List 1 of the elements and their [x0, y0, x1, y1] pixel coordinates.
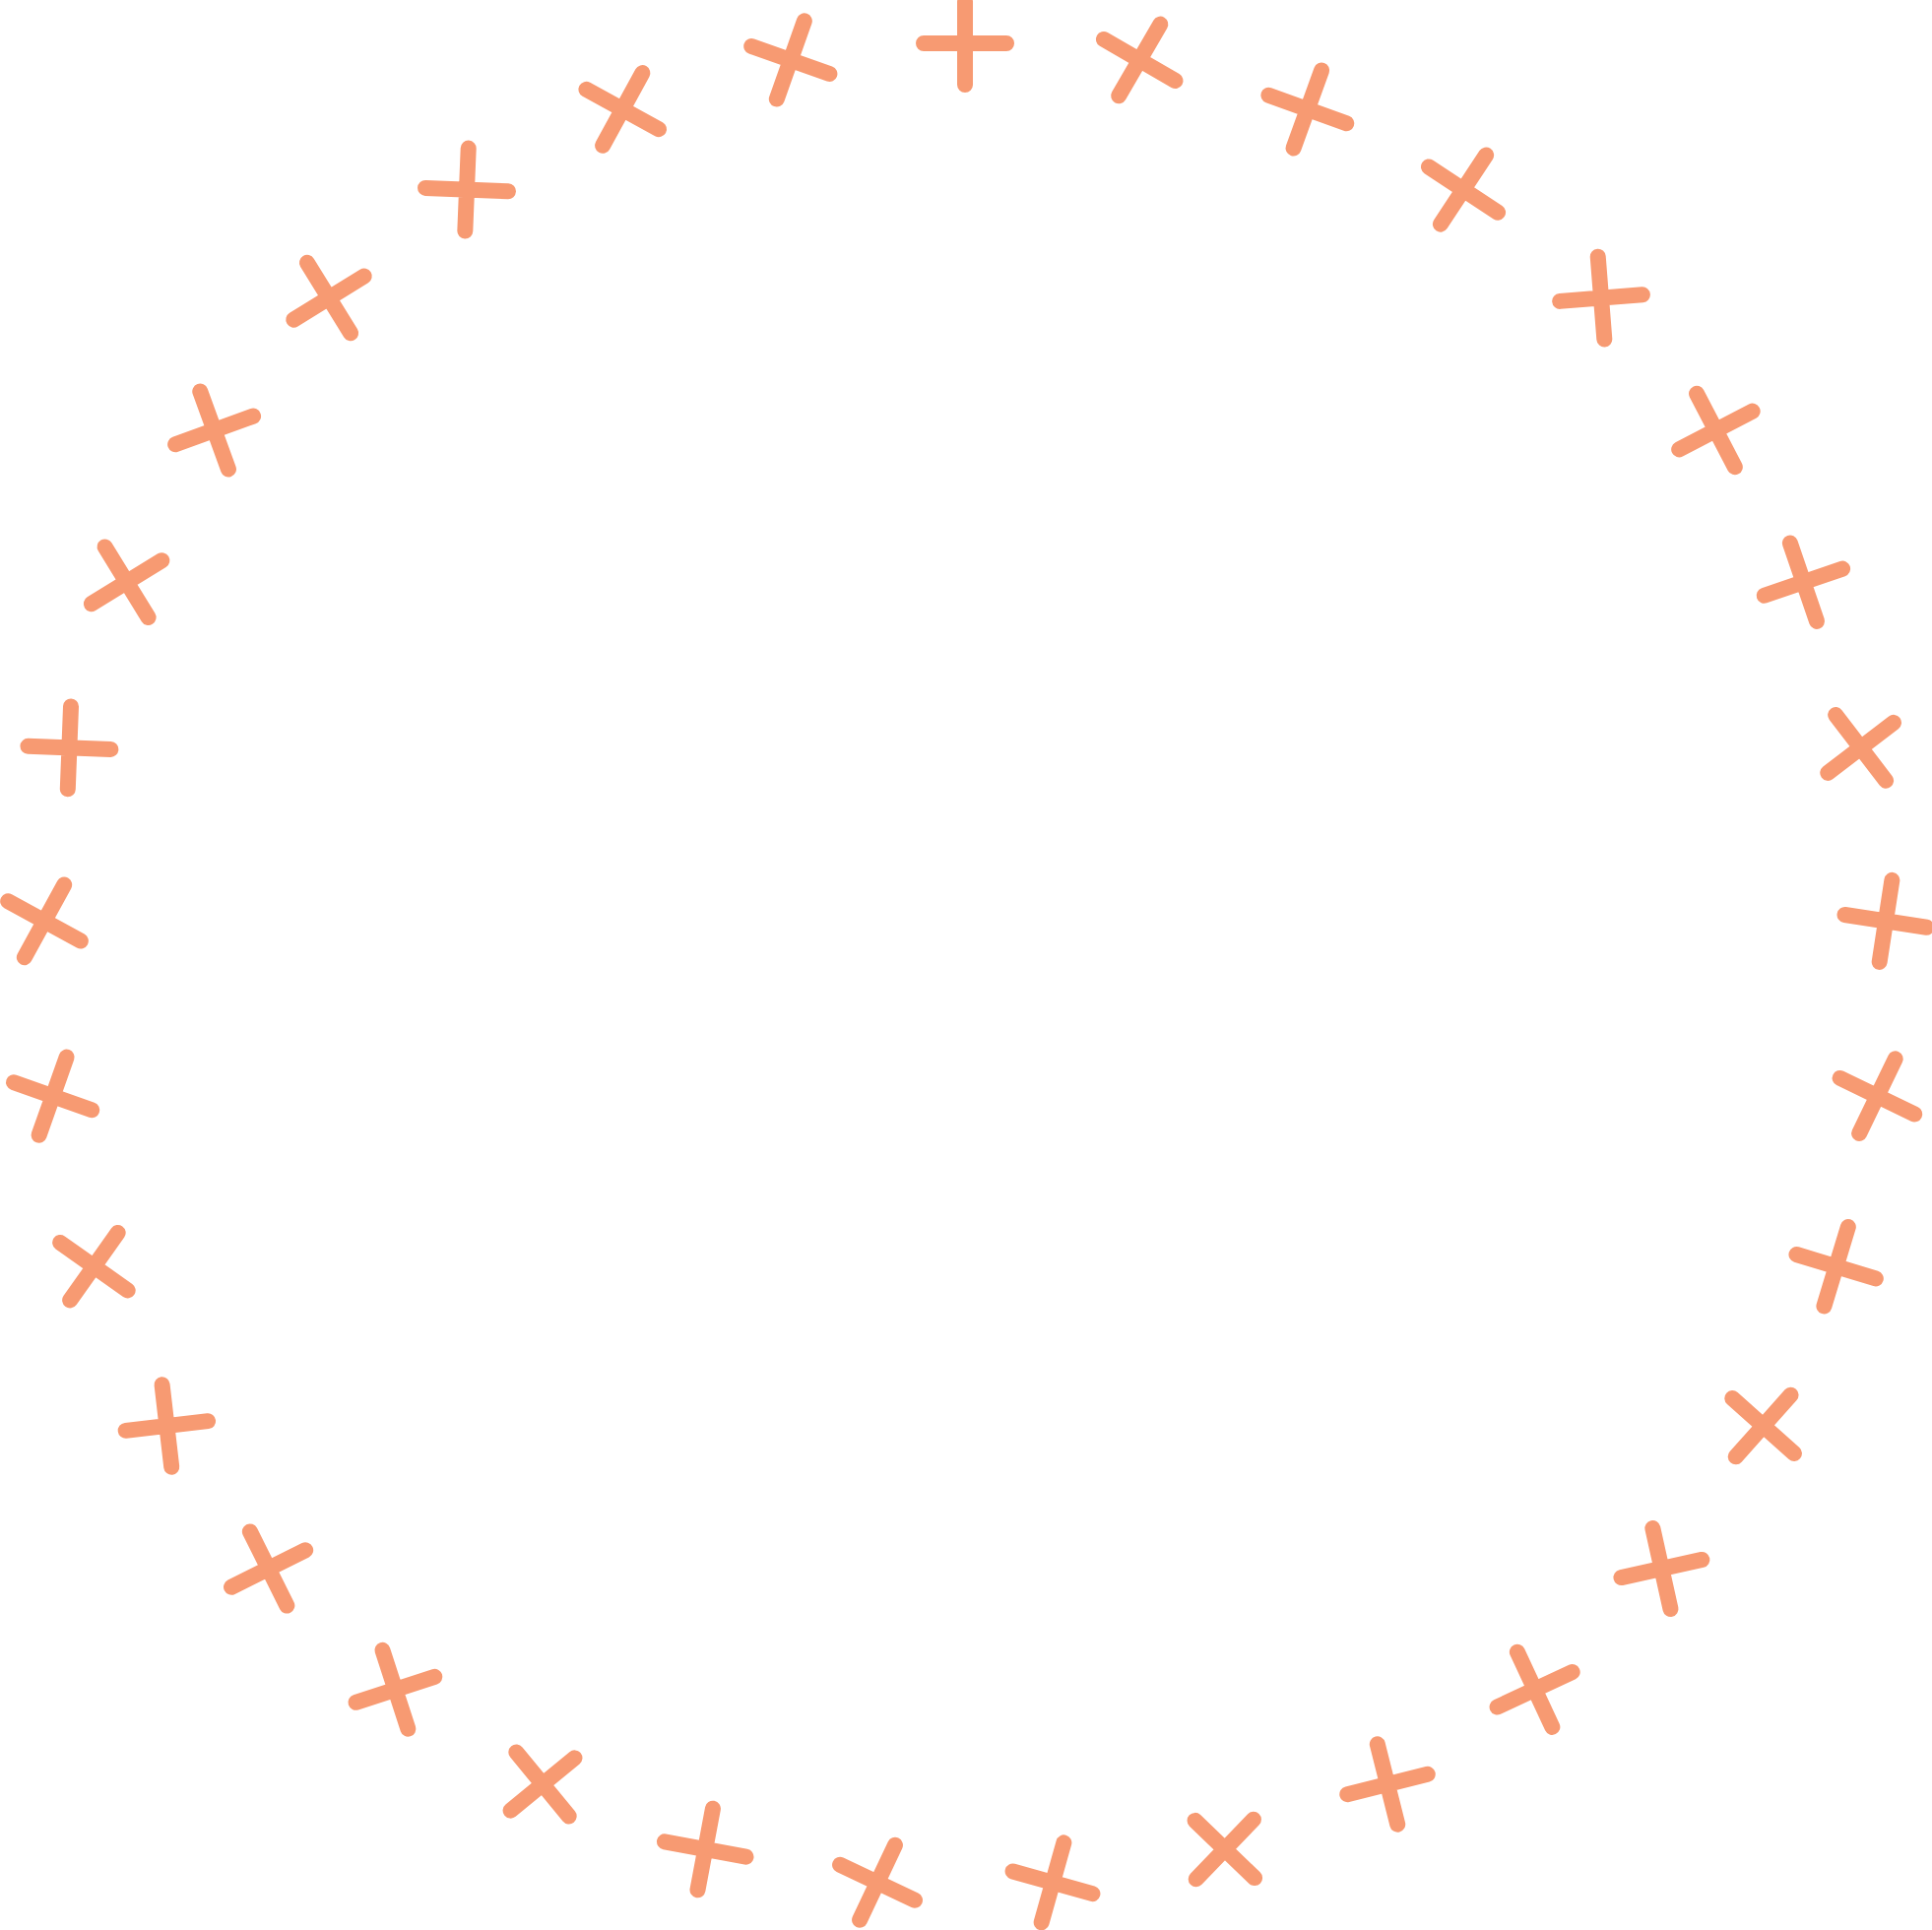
- cross-ring-drawing: [0, 0, 1932, 1930]
